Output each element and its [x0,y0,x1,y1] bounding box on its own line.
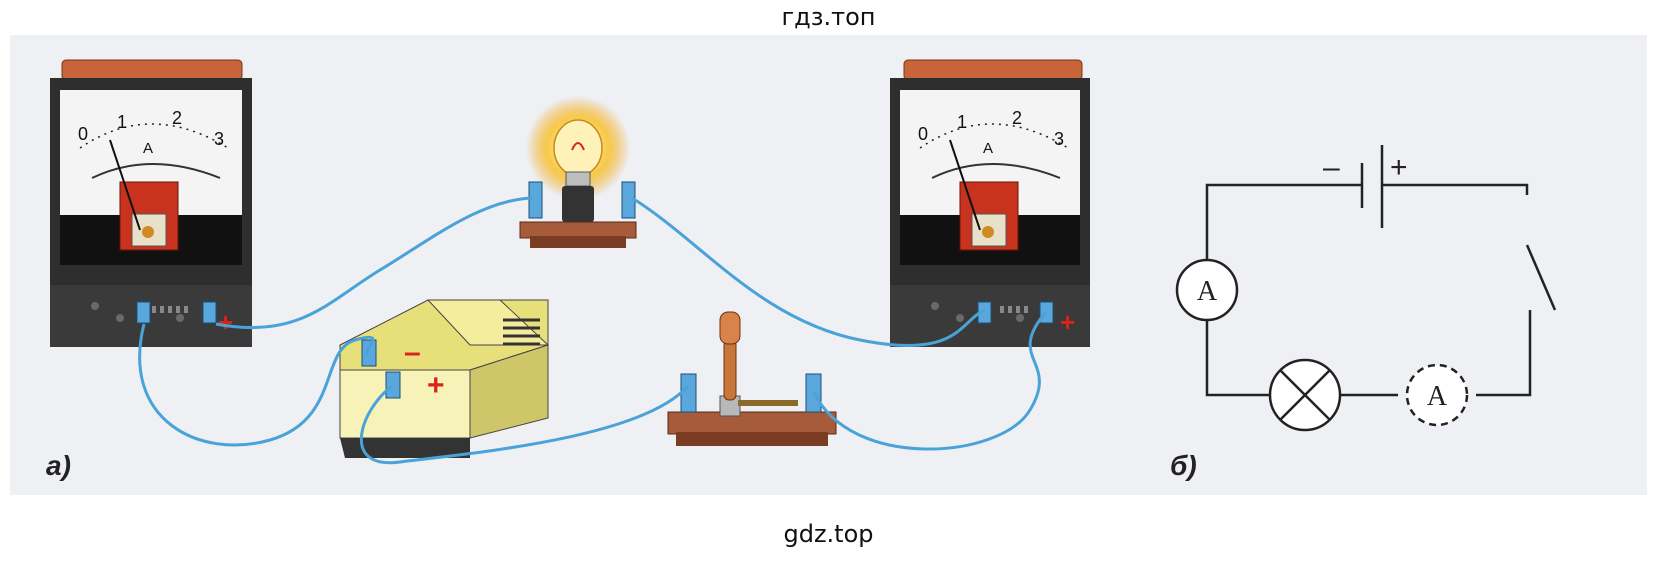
wire-switch-to-ammeter [812,311,1048,451]
schematic-battery-minus: – [1323,151,1340,184]
ammeter-right-scale-2: 2 [1012,108,1022,128]
ammeter-left: 0 1 2 3 А + [50,59,252,347]
schematic-ammeter [1175,258,1239,322]
schematic-switch [1525,244,1557,311]
schematic-battery-plus: + [1390,151,1408,184]
wire-ammeter-to-battery [138,323,375,447]
ammeter-left-scale-0: 0 [78,124,88,144]
schematic: – + A A [1175,145,1557,432]
watermark-top: гдз.топ [781,3,876,31]
wire-ammeter-to-lamp [215,196,533,330]
schematic-ammeter-alt [1405,363,1469,427]
schematic-ammeter-label: A [1197,276,1218,307]
wires [138,196,1048,465]
wire-lamp-to-ammeter [631,196,986,347]
ammeter-right-scale-0: 0 [918,124,928,144]
battery-plus: + [427,369,445,402]
ammeter-right-unit: А [983,140,993,157]
ammeter-left-needle [109,139,141,231]
lamp [519,96,637,248]
ammeter-left-scale-1: 1 [117,112,127,132]
ammeter-right: 0 1 2 3 А + [890,59,1090,347]
ammeter-left-scale-2: 2 [172,108,182,128]
schematic-lamp [1268,358,1342,432]
wire-battery-to-switch [359,384,690,465]
ammeter-right-plus: + [1060,307,1075,337]
ammeter-left-plus: + [218,307,233,337]
figure-a-label: а) [46,450,71,481]
schematic-ammeter-alt-label: A [1427,381,1448,412]
ammeter-right-needle [949,139,981,231]
battery: – + [339,299,550,458]
ammeter-right-scale-3: 3 [1054,129,1064,149]
figure-b-label: б) [1170,450,1197,481]
battery-minus: – [404,336,421,369]
ammeter-right-scale-1: 1 [957,112,967,132]
ammeter-left-unit: А [143,140,153,157]
watermark-bottom: gdz.top [783,520,874,548]
ammeter-left-scale-3: 3 [214,129,224,149]
